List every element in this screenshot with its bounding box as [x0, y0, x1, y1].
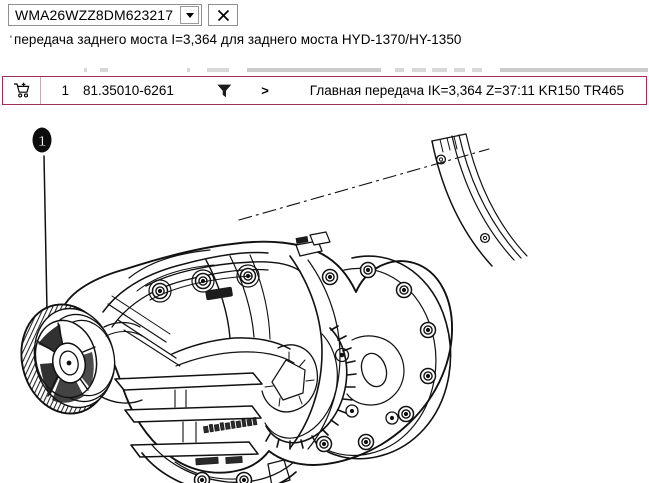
assembly-description: ' передача заднего моста I=3,364 для зад… — [0, 29, 649, 49]
rear-axle-differential-diagram: 1 — [20, 127, 528, 483]
cast-part-markings — [195, 417, 258, 466]
filler-neck — [295, 231, 331, 257]
lower-axle-arm — [141, 444, 297, 483]
row-part-number[interactable]: 81.35010-6261 — [83, 83, 174, 98]
description-text: передача заднего моста I=3,364 для задне… — [14, 31, 462, 47]
pinion-input-flange — [20, 303, 143, 415]
differential-housing — [61, 240, 453, 474]
axle-flange-arc — [238, 133, 528, 267]
technical-drawing-canvas: 1 — [0, 108, 649, 483]
callout-1: 1 — [32, 127, 52, 312]
callout-1-number: 1 — [38, 133, 46, 150]
add-to-cart-button[interactable] — [3, 77, 41, 104]
row-expand-chevron[interactable]: > — [261, 83, 269, 98]
centerline — [238, 148, 490, 221]
chevron-down-icon[interactable] — [180, 6, 200, 24]
description-prefix-marker: ' — [9, 34, 12, 45]
bearing-cap-studs — [145, 261, 301, 303]
row-assembly-name: Главная передача IK=3,364 Z=37:11 KR150 … — [309, 83, 624, 98]
vin-value-text[interactable]: WMA26WZZ8DM623217 — [15, 7, 174, 23]
vin-combobox[interactable]: WMA26WZZ8DM623217 — [8, 4, 203, 26]
row-quantity: 1 — [61, 83, 69, 98]
clear-vin-button[interactable] — [208, 4, 239, 26]
ring-gear — [261, 325, 357, 450]
vin-selector-bar: WMA26WZZ8DM623217 — [8, 4, 239, 26]
chevron-down-glyph — [185, 12, 194, 18]
row-filter-button[interactable] — [203, 83, 245, 99]
funnel-filter-icon — [216, 84, 231, 97]
close-icon — [217, 9, 229, 21]
table-row[interactable]: 1 81.35010-6261 > Главная передача IK=3,… — [2, 76, 647, 105]
bell-housing-flange — [315, 255, 452, 460]
table-header-row-clipped — [0, 58, 649, 75]
shopping-cart-icon — [14, 82, 30, 98]
